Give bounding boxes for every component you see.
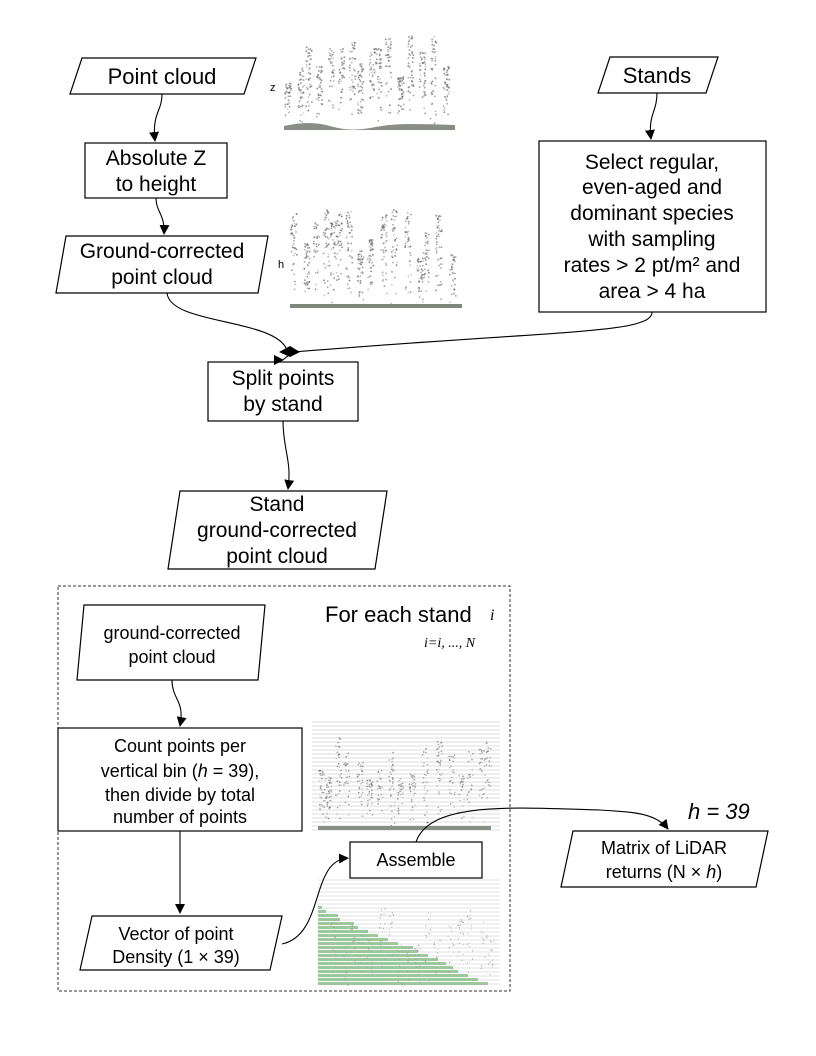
select-line-4: with sampling bbox=[587, 228, 715, 251]
select-line-2: even-aged and bbox=[582, 176, 722, 199]
select-line-6: area > 4 ha bbox=[599, 280, 706, 303]
absolute-z-line-1: Absolute Z bbox=[106, 147, 207, 170]
connectors bbox=[149, 92, 669, 945]
count-line-3: then divide by total bbox=[105, 785, 255, 805]
absolute-z-box: Absolute Z to height bbox=[84, 142, 228, 199]
loop-input-line-2: point cloud bbox=[128, 647, 215, 667]
raw-point-cloud-image: z bbox=[270, 35, 455, 130]
point-cloud-label: Point cloud bbox=[108, 64, 217, 89]
density-vector-output: Vector of point Density (1 × 39) bbox=[79, 915, 283, 971]
edge-select-to-merge bbox=[292, 311, 653, 353]
loop-input-cloud: ground-corrected point cloud bbox=[76, 604, 266, 681]
ground-corrected-scatter bbox=[290, 209, 457, 305]
count-line-4: number of points bbox=[113, 807, 247, 827]
split-line-2: by stand bbox=[243, 393, 322, 416]
raw-point-scatter bbox=[284, 35, 451, 125]
select-line-3: dominant species bbox=[570, 202, 733, 225]
stand-cloud-output: Stand ground-corrected point cloud bbox=[167, 490, 388, 570]
ground-corrected-line-1: Ground-corrected bbox=[80, 240, 245, 263]
ground-corrected-output: Ground-corrected point cloud bbox=[55, 235, 269, 294]
stands-input: Stands bbox=[597, 56, 719, 94]
assemble-box: Assemble bbox=[349, 841, 483, 879]
merge-node-icon bbox=[279, 346, 300, 357]
binned-point-scatter bbox=[318, 737, 492, 827]
stand-cloud-line-3: point cloud bbox=[226, 545, 328, 568]
edge-vector-to-assemble bbox=[281, 853, 349, 945]
select-stands-box: Select regular, even-aged and dominant s… bbox=[538, 140, 767, 313]
vector-line-1: Vector of point bbox=[118, 924, 233, 944]
matrix-line-2: returns (N × h) bbox=[606, 862, 723, 882]
edge-split-to-standcloud bbox=[282, 420, 295, 490]
split-line-1: Split points bbox=[232, 367, 335, 390]
count-points-box: Count points per vertical bin (h = 39), … bbox=[57, 727, 303, 832]
edge-stands-to-select bbox=[644, 92, 658, 140]
stands-label: Stands bbox=[623, 63, 692, 88]
stand-cloud-line-2: ground-corrected bbox=[197, 519, 357, 542]
stand-cloud-line-1: Stand bbox=[250, 493, 305, 516]
loop-title: For each stand i i=i, ..., N bbox=[325, 602, 494, 651]
ground-corrected-line-2: point cloud bbox=[111, 266, 213, 289]
edge-absz-to-groundcorrected bbox=[155, 197, 170, 235]
select-line-1: Select regular, bbox=[585, 151, 719, 174]
density-bars bbox=[318, 906, 488, 985]
h-value-label: h = 39 bbox=[688, 799, 750, 824]
edge-pointcloud-to-absz bbox=[149, 93, 163, 142]
density-histogram-image bbox=[318, 879, 500, 986]
loop-title-text: For each stand bbox=[325, 602, 472, 627]
loop-index-symbol: i bbox=[490, 607, 494, 624]
count-line-2: vertical bin (h = 39), bbox=[101, 761, 260, 781]
edge-assemble-to-matrix bbox=[415, 807, 669, 843]
binned-point-cloud-image bbox=[312, 721, 500, 831]
matrix-output: Matrix of LiDAR returns (N × h) bbox=[560, 830, 769, 888]
matrix-line-1: Matrix of LiDAR bbox=[601, 838, 727, 858]
edge-groundcorrected-to-merge bbox=[166, 292, 288, 351]
absolute-z-line-2: to height bbox=[116, 173, 197, 196]
loop-input-line-1: ground-corrected bbox=[103, 623, 240, 643]
vector-line-2: Density (1 × 39) bbox=[112, 947, 240, 967]
z-axis-label: z bbox=[270, 82, 276, 94]
h-axis-label: h bbox=[278, 259, 284, 271]
point-cloud-input: Point cloud bbox=[69, 57, 257, 95]
split-points-box: Split points by stand bbox=[207, 361, 359, 422]
edge-loopinput-to-count bbox=[171, 679, 187, 727]
ground-corrected-image: h bbox=[278, 209, 462, 308]
select-line-5: rates > 2 pt/m² and bbox=[564, 254, 741, 277]
assemble-label: Assemble bbox=[376, 850, 455, 870]
count-line-1: Count points per bbox=[114, 736, 246, 756]
loop-index-range: i=i, ..., N bbox=[424, 636, 476, 651]
